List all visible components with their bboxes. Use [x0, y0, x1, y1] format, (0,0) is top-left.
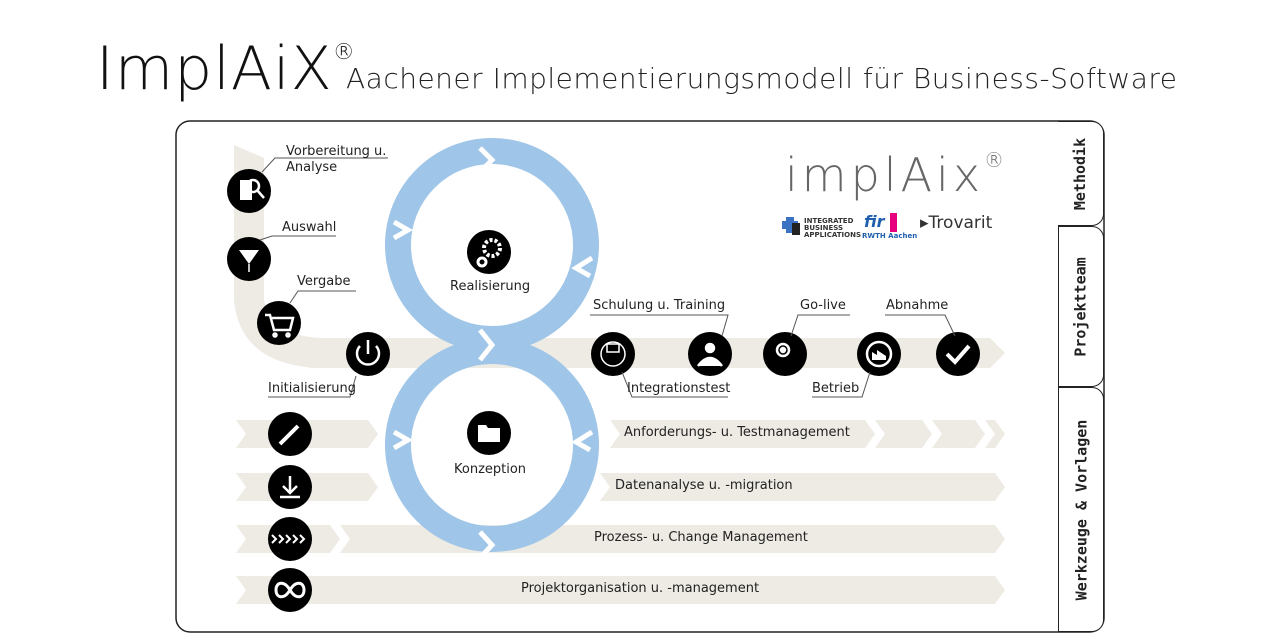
phase-label-integrationstest: Integrationstest [627, 381, 731, 396]
track-label-prozess: Prozess- u. Change Management [594, 530, 808, 545]
integration-test-icon [591, 332, 635, 376]
checkmark-icon [936, 332, 980, 376]
track-label-datenanalyse: Datenanalyse u. -migration [615, 478, 793, 493]
training-icon [688, 332, 732, 376]
go-live-icon [763, 332, 807, 376]
page-subtitle: Aachener Implementierungsmodell für Busi… [346, 62, 1178, 95]
phase-label-abnahme: Abnahme [886, 298, 949, 313]
cycle-label-konzeption: Konzeption [454, 462, 527, 477]
tab-methodik[interactable]: Methodik [1058, 121, 1104, 226]
track-label-projektorganisation: Projektorganisation u. -management [521, 581, 760, 596]
trovarit-logo: ▸Trovarit [920, 213, 993, 233]
cycle-label-realisierung: Realisierung [450, 279, 531, 294]
gears-icon [467, 230, 511, 274]
page-title: ImplAiX® [96, 34, 356, 104]
leader-lines [259, 157, 956, 398]
track-label-anforderungen: Anforderungs- u. Testmanagement [624, 425, 850, 440]
iba-logo-icon [782, 217, 800, 235]
tab-projektteam[interactable]: Projektteam [1058, 226, 1104, 387]
phase-label-betrieb: Betrieb [812, 381, 860, 396]
implaix-logo: implAix® [785, 148, 1009, 202]
fir-logo-bar [890, 213, 897, 232]
phase-label-vorbereitung: Vorbereitung u. Analyse [286, 144, 387, 175]
phase-label-auswahl: Auswahl [282, 220, 337, 235]
phase-label-schulung: Schulung u. Training [593, 298, 726, 313]
tab-werkzeuge-vorlagen[interactable]: Werkzeuge & Vorlagen [1058, 387, 1104, 632]
phase-label-vergabe: Vergabe [297, 274, 351, 289]
phase-label-golive: Go-live [800, 298, 846, 313]
cart-icon [257, 301, 301, 345]
fir-logo: fir [864, 212, 885, 231]
fir-logo-sub: RWTH Aachen [862, 232, 918, 240]
title-text: ImplAiX [96, 34, 333, 104]
registered-mark: ® [332, 40, 356, 65]
iba-logo-text: INTEGRATED BUSINESS APPLICATIONS [804, 217, 861, 239]
phase-label-initialisierung: Initialisierung [268, 381, 357, 396]
